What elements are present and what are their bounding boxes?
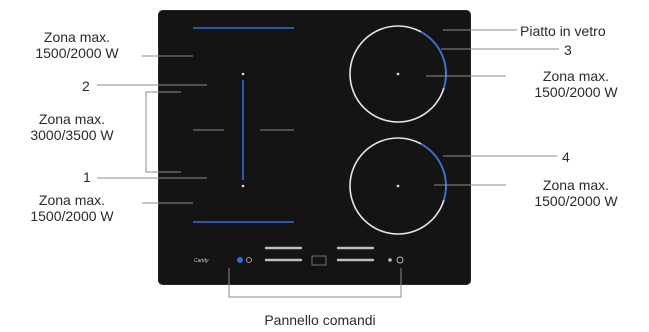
lock-button-icon xyxy=(246,257,252,263)
boost-button-icon xyxy=(396,256,404,264)
power-button-icon xyxy=(237,257,243,263)
leader-bracket-control-panel xyxy=(228,268,402,298)
label-zone-left-bottom: Zona max. 1500/2000 W xyxy=(2,192,142,224)
flex-zone-top-dot xyxy=(241,72,245,76)
label-zone-left-top-line1: Zona max. xyxy=(43,29,111,45)
label-zone-left-bottom-line2: 1500/2000 W xyxy=(30,208,114,224)
label-zone-left-bottom-line1: Zona max. xyxy=(38,192,106,208)
label-zone-right-top-line1: Zona max. xyxy=(542,68,610,84)
label-number-4: 4 xyxy=(562,149,570,165)
label-zone-left-middle-line1: Zona max. xyxy=(38,111,106,127)
cooking-zone-4 xyxy=(349,137,447,235)
cooktop-glass-surface xyxy=(158,10,471,285)
label-number-2: 2 xyxy=(82,78,90,94)
label-zone-right-bottom-line2: 1500/2000 W xyxy=(534,193,618,209)
label-zone-right-top: Zona max. 1500/2000 W xyxy=(506,68,646,100)
cooking-zone-3 xyxy=(349,25,447,123)
label-glass-top: Piatto in vetro xyxy=(520,23,606,39)
label-zone-left-top: Zona max. 1500/2000 W xyxy=(2,29,152,61)
label-zone-right-bottom-line1: Zona max. xyxy=(542,177,610,193)
leader-bracket-zone-left-middle xyxy=(145,91,181,173)
label-zone-left-middle: Zona max. 3000/3500 W xyxy=(2,111,142,143)
label-zone-left-top-line2: 1500/2000 W xyxy=(35,45,119,61)
label-zone-left-middle-line2: 3000/3500 W xyxy=(30,127,114,143)
timer-button-icon xyxy=(388,258,392,262)
label-zone-right-bottom: Zona max. 1500/2000 W xyxy=(506,177,646,209)
timer-display xyxy=(311,255,327,266)
label-number-1: 1 xyxy=(83,169,91,185)
label-number-3: 3 xyxy=(564,42,572,58)
control-panel: Candy xyxy=(194,246,404,266)
label-zone-right-top-line2: 1500/2000 W xyxy=(534,84,618,100)
label-control-panel: Pannello comandi xyxy=(264,312,376,328)
flex-zone-bottom-dot xyxy=(241,184,245,188)
brand-logo: Candy xyxy=(194,258,209,264)
